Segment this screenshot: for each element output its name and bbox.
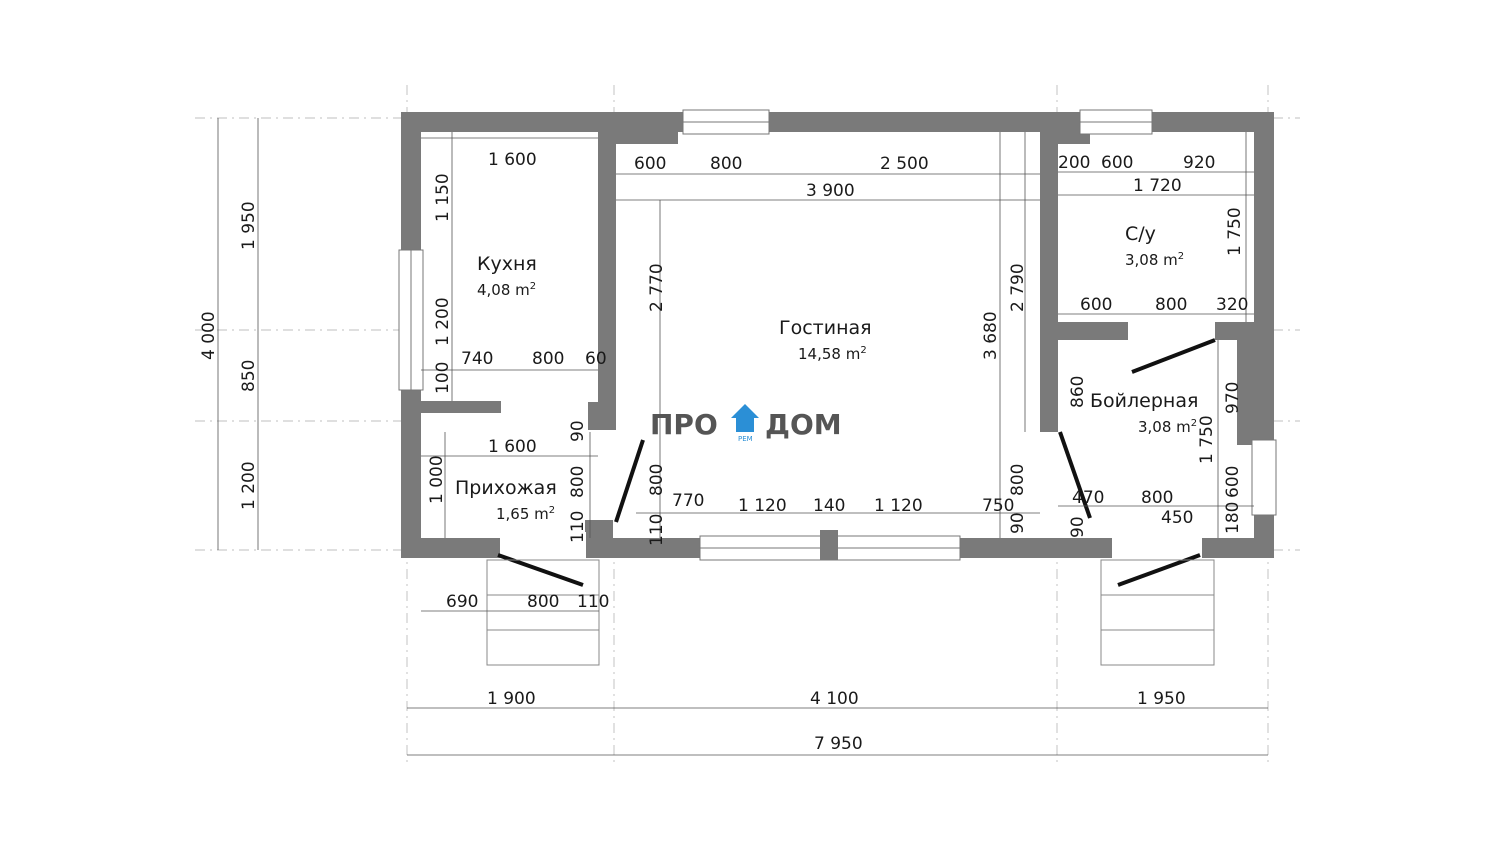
dim-label: 1 600 <box>488 437 537 457</box>
dimension-labels: 1 600 740 800 60 600 800 2 500 3 900 770… <box>446 150 1248 754</box>
dimension-lines <box>217 118 1268 756</box>
room-name-hall: Прихожая <box>455 477 557 499</box>
dim-label: 180 <box>1223 502 1243 534</box>
dim-label: 800 <box>532 349 564 369</box>
dim-label: 600 <box>1101 153 1133 173</box>
dim-label: 470 <box>1072 488 1104 508</box>
room-name-bathroom: С/у <box>1125 223 1156 245</box>
dim-label: 920 <box>1183 153 1215 173</box>
dim-label: 110 <box>568 511 588 543</box>
dim-label: 800 <box>1008 464 1028 496</box>
dim-label: 1 720 <box>1133 176 1182 196</box>
logo-text-right: ДОМ <box>765 408 842 441</box>
steps <box>486 559 1215 666</box>
dim-label: 1 600 <box>488 150 537 170</box>
dim-label: 770 <box>672 491 704 511</box>
walls <box>401 112 1274 558</box>
dim-label: 90 <box>1068 516 1088 538</box>
dim-label: 800 <box>1141 488 1173 508</box>
dim-label: 1 750 <box>1197 415 1217 464</box>
logo-text-left: ПРО <box>650 408 718 441</box>
dim-label: 600 <box>1080 295 1112 315</box>
dim-label: 100 <box>433 362 453 394</box>
dim-label: 800 <box>1155 295 1187 315</box>
dim-label: 90 <box>568 420 588 442</box>
dimension-labels-vertical: 4 000 1 950 850 1 200 1 150 1 200 100 2 … <box>199 173 1245 546</box>
dim-label: 450 <box>1161 508 1193 528</box>
room-area-boiler: 3,08 m2 <box>1138 418 1197 436</box>
dim-label: 600 <box>634 154 666 174</box>
dim-label: 1 750 <box>1225 207 1245 256</box>
dim-label: 970 <box>1223 382 1243 414</box>
dim-label: 110 <box>577 592 609 612</box>
dim-label: 800 <box>527 592 559 612</box>
dim-label: 860 <box>1068 376 1088 408</box>
logo: ПРО РЕМ ДОМ <box>650 404 842 443</box>
dim-label: 200 <box>1058 153 1090 173</box>
logo-sub-text: РЕМ <box>738 435 753 443</box>
dim-label: 1 900 <box>487 689 536 709</box>
dim-label: 690 <box>446 592 478 612</box>
dim-label: 90 <box>1008 512 1028 534</box>
dim-label: 2 770 <box>647 263 667 312</box>
dim-label: 1 200 <box>433 297 453 346</box>
room-name-kitchen: Кухня <box>477 253 537 275</box>
dim-label: 1 000 <box>427 455 447 504</box>
dim-label: 7 950 <box>814 734 863 754</box>
dim-label: 3 900 <box>806 181 855 201</box>
room-area-kitchen: 4,08 m2 <box>477 281 536 299</box>
room-name-living: Гостиная <box>779 317 872 339</box>
dim-label: 4 000 <box>199 311 219 360</box>
dim-label: 800 <box>647 464 667 496</box>
dim-label: 800 <box>710 154 742 174</box>
dim-label: 1 120 <box>738 496 787 516</box>
windows <box>398 109 1277 562</box>
dim-label: 2 500 <box>880 154 929 174</box>
dim-label: 1 150 <box>433 173 453 222</box>
dim-label: 1 200 <box>239 461 259 510</box>
dim-label: 850 <box>239 360 259 392</box>
room-labels: Кухня 4,08 m2 Гостиная 14,58 m2 С/у 3,08… <box>455 223 1198 523</box>
dim-label: 4 100 <box>810 689 859 709</box>
dim-label: 600 <box>1223 466 1243 498</box>
dim-label: 740 <box>461 349 493 369</box>
doors <box>497 338 1216 587</box>
dim-label: 110 <box>647 514 667 546</box>
dim-label: 320 <box>1216 295 1248 315</box>
dim-label: 2 790 <box>1008 263 1028 312</box>
room-name-boiler: Бойлерная <box>1090 390 1198 412</box>
dim-label: 800 <box>568 466 588 498</box>
dim-label: 60 <box>585 349 607 369</box>
dim-label: 140 <box>813 496 845 516</box>
house-icon <box>731 404 759 432</box>
room-area-bathroom: 3,08 m2 <box>1125 251 1184 269</box>
dim-label: 1 120 <box>874 496 923 516</box>
room-area-hall: 1,65 m2 <box>496 505 555 523</box>
dim-label: 3 680 <box>981 311 1001 360</box>
room-area-living: 14,58 m2 <box>798 345 867 363</box>
dim-label: 750 <box>982 496 1014 516</box>
dim-label: 1 950 <box>239 201 259 250</box>
dim-label: 1 950 <box>1137 689 1186 709</box>
